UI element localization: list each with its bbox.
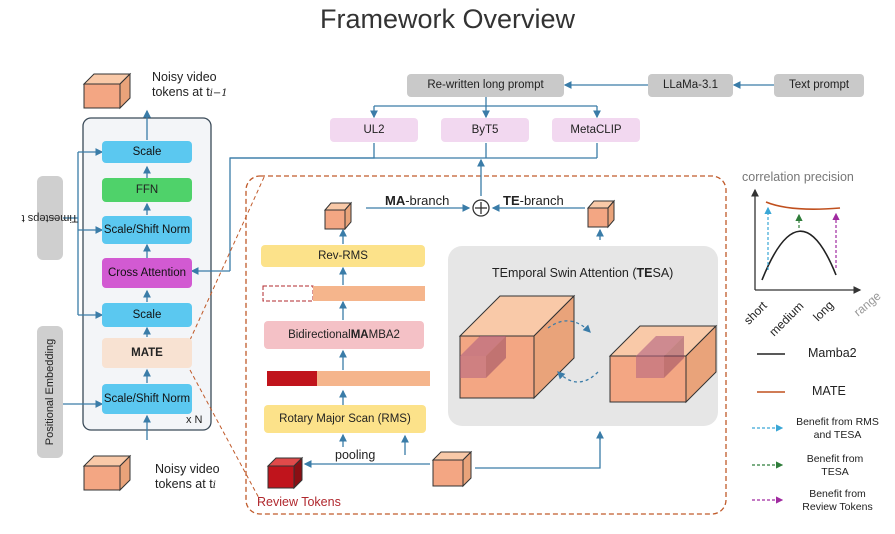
repeat-n-label: x N xyxy=(186,414,203,426)
noisy-tokens-bottom-label: Noisy video tokens at ti xyxy=(155,462,220,491)
rewritten-prompt-box: Re-written long prompt xyxy=(407,74,564,97)
text-prompt-box: Text prompt xyxy=(774,74,864,97)
te-branch-label: TE-branch xyxy=(503,193,564,208)
inset-ylabel: correlation precision xyxy=(742,170,854,184)
scale-block-mid: Scale xyxy=(102,303,192,327)
review-tokens-label: Review Tokens xyxy=(257,495,341,509)
rms-block: Rotary Major Scan (RMS) xyxy=(264,405,426,433)
tesa-title: TEmporal Swin Attention (TESA) xyxy=(492,266,674,280)
byt5-encoder: ByT5 xyxy=(441,118,529,142)
cube-top-left xyxy=(82,72,132,110)
noisy-top-subscript: i−1 xyxy=(209,88,228,99)
page-title: Framework Overview xyxy=(319,4,576,34)
scale-shift-norm-bottom: Scale/Shift Norm xyxy=(102,384,192,414)
ma-branch-label: MA-branch xyxy=(385,193,450,208)
noisy-tokens-top-label: Noisy video tokens at ti−1 xyxy=(152,70,228,99)
metaclip-encoder: MetaCLIP xyxy=(552,118,640,142)
cross-attention-block: Cross Attention xyxy=(102,258,192,288)
legend-benefit-rms-tesa: Benefit from RMS and TESA xyxy=(796,416,879,441)
positional-embedding-bar: Positional Embedding xyxy=(37,326,63,458)
scale-block-top: Scale xyxy=(102,141,192,163)
ffn-block: FFN xyxy=(102,178,192,202)
llama-box: LLaMa-3.1 xyxy=(648,74,733,97)
noisy-bottom-subscript: i xyxy=(212,480,216,491)
ul2-encoder: UL2 xyxy=(330,118,418,142)
mate-block: MATE xyxy=(102,338,192,368)
legend-mamba2: Mamba2 xyxy=(808,346,857,360)
legend-benefit-tesa: Benefit from TESA xyxy=(806,453,864,478)
legend-mate: MATE xyxy=(812,384,846,398)
pooling-label: pooling xyxy=(335,448,376,462)
scale-shift-norm-top: Scale/Shift Norm xyxy=(102,216,192,244)
rev-rms-block: Rev-RMS xyxy=(261,245,425,267)
legend-benefit-review: Benefit from Review Tokens xyxy=(802,488,873,513)
